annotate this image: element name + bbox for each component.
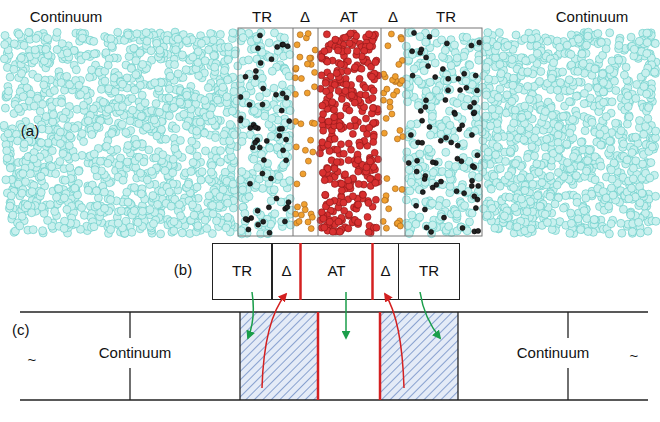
panel-label: (c) [12,322,30,339]
region-box: Δ [372,243,399,300]
region-box: Δ [272,243,301,300]
region-box: AT [300,243,373,300]
region-box: TR [212,243,272,300]
region-label: Δ [380,263,390,280]
particle-cloud [0,28,660,238]
continuum-cell: Continuum [470,330,636,376]
region-label: TR [419,263,439,280]
region-label: AT [327,263,345,280]
region-label: Δ [281,263,291,280]
region-label: TR [436,9,456,26]
region-label: TR [232,263,252,280]
red-arrow [262,294,286,388]
region-label: Δ [388,9,398,26]
region-grid [238,28,482,236]
panel-label: (a) [21,123,39,140]
red-arrow [385,294,404,388]
region-label: TR [252,9,272,26]
region-label: AT [340,9,358,26]
continuation-mark: ~ [28,352,37,369]
panel-label: (b) [174,262,192,279]
region-box: TR [398,243,460,300]
region-label: Δ [300,9,310,26]
region-label: Continuum [556,9,629,26]
region-label: Continuum [30,9,103,26]
region-label: Continuum [517,345,590,362]
continuation-mark: ~ [630,348,639,365]
region-label: Continuum [99,345,172,362]
continuum-cell: Continuum [40,330,230,376]
continuum-strip [20,312,648,400]
